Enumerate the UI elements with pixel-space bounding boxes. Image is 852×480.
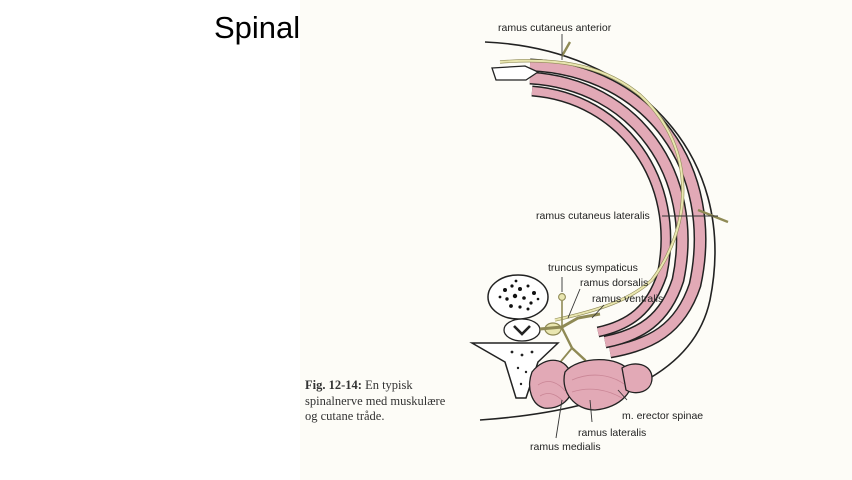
label-ramus-cutaneus-lateralis: ramus cutaneus lateralis xyxy=(536,210,650,222)
spinal-nerve-figure: ramus cutaneus anterior ramus cutaneus l… xyxy=(300,0,852,480)
sympathetic-ganglion xyxy=(558,293,566,301)
label-truncus-sympaticus: truncus sympaticus xyxy=(548,262,638,274)
label-ramus-cutaneus-anterior: ramus cutaneus anterior xyxy=(498,22,612,34)
label-ramus-medialis: ramus medialis xyxy=(530,441,601,453)
figure-caption: Fig. 12-14: En typisk spinalnerve med mu… xyxy=(305,378,455,425)
erector-spinae-lateral xyxy=(563,358,633,411)
spinal-cord xyxy=(503,318,541,342)
label-ramus-lateralis: ramus lateralis xyxy=(578,427,647,439)
vertebral-arch xyxy=(469,342,560,399)
label-ramus-ventralis: ramus ventralis xyxy=(592,293,664,305)
caption-number: Fig. 12-14: xyxy=(305,378,362,392)
anatomy-illustration xyxy=(300,0,852,480)
caption-text: En typisk spinalnerve med muskulære og c… xyxy=(305,378,446,423)
vertebral-body xyxy=(487,274,549,320)
label-ramus-dorsalis: ramus dorsalis xyxy=(580,277,649,289)
sternum xyxy=(491,65,540,81)
label-m-erector-spinae: m. erector spinae xyxy=(622,410,704,422)
